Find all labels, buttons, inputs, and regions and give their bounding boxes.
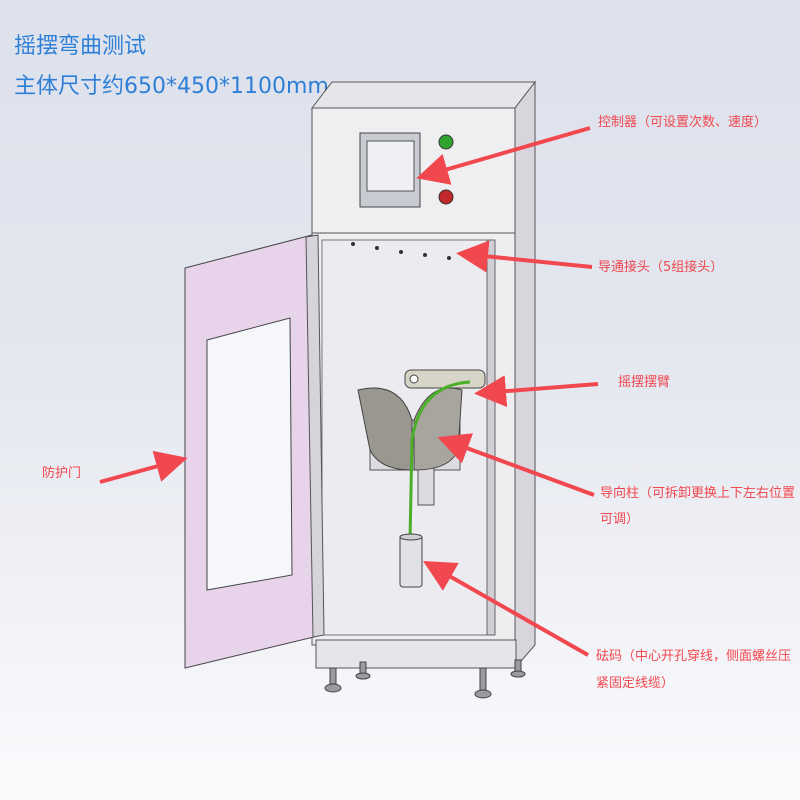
leveling-feet — [324, 659, 526, 699]
label-connector: 导通接头（5组接头） — [598, 260, 724, 275]
protective-door[interactable] — [184, 234, 325, 669]
label-controller: 控制器（可设置次数、速度） — [598, 115, 768, 130]
label-swing-arm: 摇摆摆臂 — [618, 375, 671, 390]
diagram-title: 摇摆弯曲测试 — [14, 34, 147, 59]
touch-screen[interactable] — [359, 132, 421, 208]
weight — [399, 533, 423, 588]
label-weight-1: 砝码（中心开孔穿线，侧面螺丝压 — [596, 649, 792, 664]
label-guide-post-2: 可调） — [600, 512, 640, 527]
label-weight-2: 紧固定线缆） — [596, 676, 675, 691]
green-indicator-button[interactable] — [438, 134, 454, 150]
label-door: 防护门 — [42, 466, 82, 481]
test-cable — [408, 380, 471, 541]
diagram-subtitle: 主体尺寸约650*450*1100mm — [14, 74, 329, 99]
red-stop-button[interactable] — [438, 189, 454, 205]
label-guide-post-1: 导向柱（可拆卸更换上下左右位置 — [600, 486, 796, 501]
swing-arm[interactable] — [404, 369, 486, 389]
annotation-arrows — [99, 126, 599, 657]
connector-holes — [351, 242, 451, 260]
